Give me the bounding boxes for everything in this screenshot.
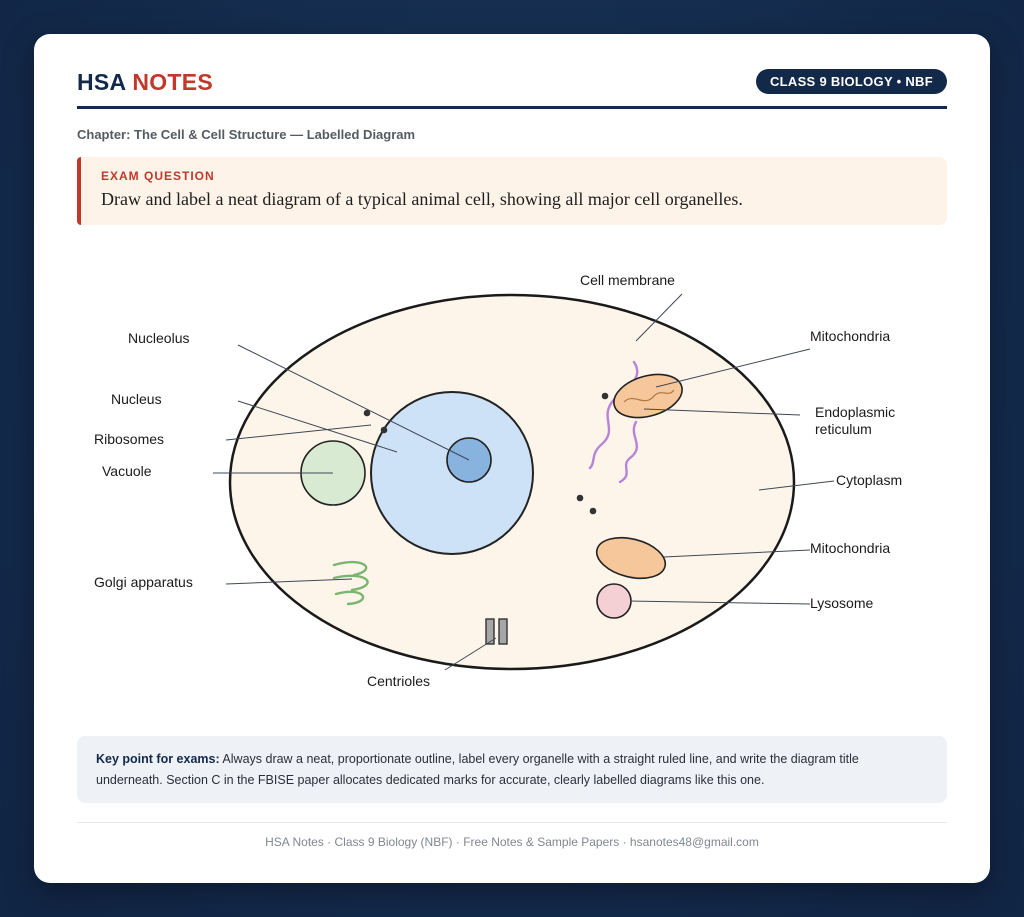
golgi-apparatus: [332, 560, 368, 577]
ribosome: [380, 426, 388, 434]
key-point-box: Key point for exams: Always draw a neat,…: [77, 736, 947, 803]
vacuole: [300, 440, 366, 506]
label-centrioles: Centrioles: [367, 673, 430, 689]
endoplasmic-reticulum: [588, 360, 639, 470]
header-divider: [77, 106, 947, 109]
key-point-lead: Key point for exams:: [96, 752, 220, 766]
note-card: HSA NOTES CLASS 9 BIOLOGY • NBF Chapter:…: [34, 34, 990, 883]
label-nucleus: Nucleus: [111, 391, 162, 407]
mitochondrion-cristae: [623, 389, 675, 403]
exam-question-text: Draw and label a neat diagram of a typic…: [101, 189, 743, 209]
footer-text: HSA Notes · Class 9 Biology (NBF) · Free…: [265, 835, 759, 849]
label-nucleolus: Nucleolus: [128, 330, 189, 346]
exam-question-box: EXAM QUESTION Draw and label a neat diag…: [77, 157, 947, 225]
brand-accent: NOTES: [132, 69, 214, 95]
label-mitochondria-top: Mitochondria: [810, 328, 890, 344]
endoplasmic-reticulum: [618, 420, 639, 484]
leader-line-cytoplasm: [758, 480, 835, 491]
leader-line-golgi: [225, 578, 353, 585]
key-point-text: Always draw a neat, proportionate outlin…: [96, 752, 859, 787]
brand-primary: HSA: [77, 69, 126, 95]
ribosome: [601, 392, 609, 400]
leader-line-centrioles: [444, 637, 497, 671]
label-vacuole: Vacuole: [102, 463, 152, 479]
ribosome: [576, 494, 584, 502]
label-mitochondria-bottom: Mitochondria: [810, 540, 890, 556]
leader-line-nucleolus: [237, 344, 470, 461]
label-golgi-apparatus: Golgi apparatus: [94, 574, 193, 590]
leader-line-mitochondria-top: [655, 348, 811, 388]
mitochondrion: [595, 536, 667, 580]
ribosome: [589, 507, 597, 515]
exam-question-label: EXAM QUESTION: [101, 169, 215, 183]
leader-line-lysosome: [630, 600, 811, 605]
leader-line-er: [643, 408, 801, 416]
centriole: [485, 618, 495, 645]
golgi-apparatus: [334, 590, 365, 606]
centriole: [498, 618, 508, 645]
golgi-apparatus: [332, 574, 369, 592]
class-badge: CLASS 9 BIOLOGY • NBF: [755, 69, 947, 94]
cell-membrane: [228, 293, 796, 671]
lysosome: [596, 583, 632, 619]
label-ribosomes: Ribosomes: [94, 431, 164, 447]
nucleolus: [446, 437, 492, 483]
leader-line-mitochondria-bottom: [663, 549, 811, 558]
label-er-line2: reticulum: [815, 421, 872, 437]
header: HSA NOTES CLASS 9 BIOLOGY • NBF: [77, 68, 947, 108]
label-lysosome: Lysosome: [810, 595, 874, 611]
ribosome: [363, 409, 371, 417]
chapter-title: Chapter: The Cell & Cell Structure — Lab…: [77, 127, 416, 142]
label-cell-membrane: Cell membrane: [580, 272, 675, 288]
leader-line-cell-membrane: [635, 293, 683, 342]
nucleus: [370, 391, 534, 555]
leader-line-nucleus: [237, 400, 398, 453]
label-cytoplasm: Cytoplasm: [836, 472, 902, 488]
footer-divider: [77, 822, 947, 823]
leader-line-ribosomes: [225, 424, 372, 441]
mitochondrion: [613, 373, 683, 419]
label-er-line1: Endoplasmic: [815, 404, 895, 420]
brand-logo: HSA NOTES: [77, 68, 213, 96]
